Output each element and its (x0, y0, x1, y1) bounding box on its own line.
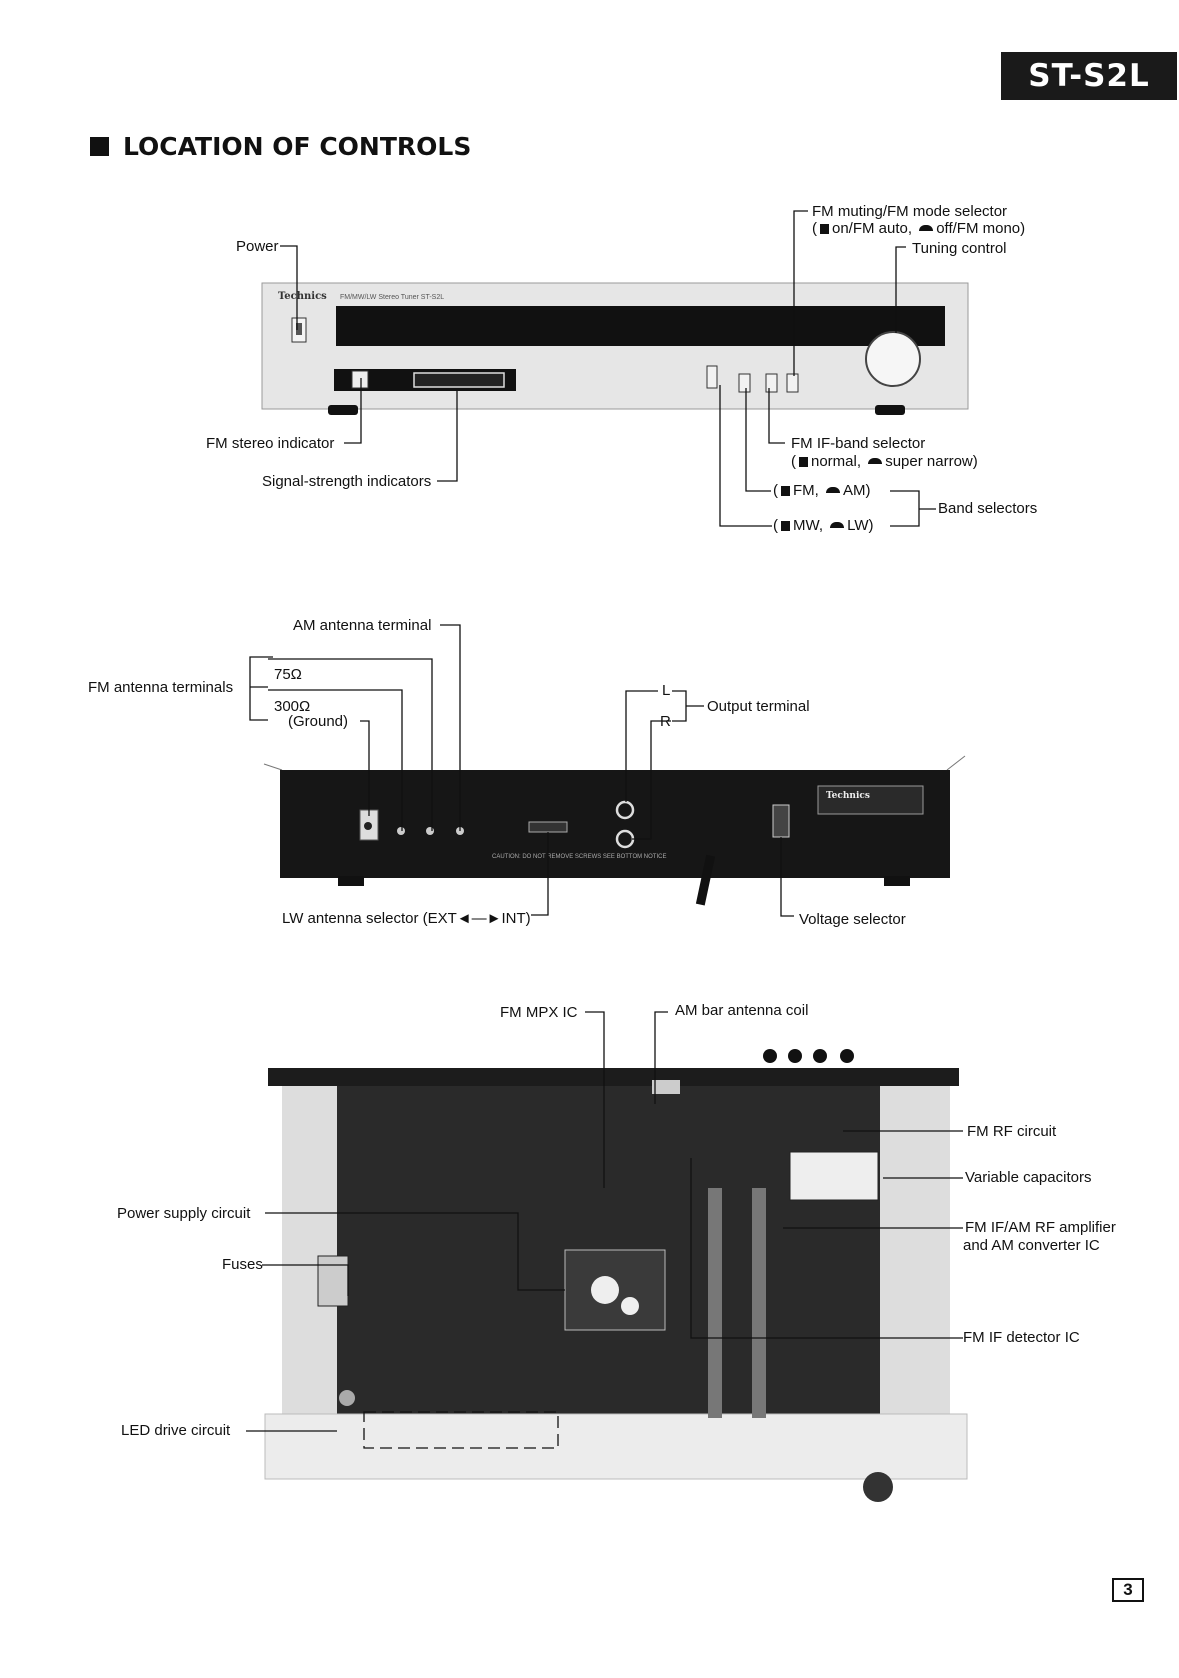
button-out-icon (826, 487, 840, 493)
label-band-fm-am: (FM, AM) (773, 482, 871, 499)
tuning-knob (865, 331, 921, 387)
label-band-mw-lw: (MW, LW) (773, 517, 874, 534)
fuse-holder (317, 1255, 349, 1307)
stereo-indicator-led (351, 370, 369, 389)
front-callout-lines (280, 210, 936, 527)
rear-callout-lines (249, 624, 794, 917)
label-power: Power (236, 238, 279, 255)
label-ground: (Ground) (288, 713, 349, 730)
chassis-interior-illustration (264, 1049, 968, 1502)
button-out-icon (868, 458, 883, 464)
label-power-supply: Power supply circuit (117, 1205, 251, 1222)
label-fm-if-am-rf: FM IF/AM RF amplifier (965, 1219, 1116, 1236)
label-voltage-selector: Voltage selector (799, 911, 906, 928)
label-tuning-control: Tuning control (912, 240, 1007, 257)
rear-nameplate (817, 785, 924, 815)
band-button-mw-lw (706, 365, 718, 389)
button-in-icon (799, 457, 808, 467)
muting-button (786, 373, 799, 393)
label-75-ohm: 75Ω (274, 666, 302, 683)
signal-strength-leds (413, 372, 505, 388)
heading-text: LOCATION OF CONTROLS (123, 132, 472, 161)
bullet-square-icon (90, 137, 109, 156)
rear-panel-illustration: Technics CAUTION: DO NOT REMOVE SCREWS S… (263, 755, 966, 906)
label-fm-antenna-terminals: FM antenna terminals (88, 679, 234, 696)
voltage-selector-switch (772, 804, 790, 838)
label-fm-muting-options: (on/FM auto, off/FM mono) (812, 220, 1026, 237)
button-out-icon (919, 225, 934, 231)
label-fuses: Fuses (222, 1256, 263, 1273)
label-fm-mpx-ic: FM MPX IC (500, 1004, 578, 1021)
label-am-antenna-terminal: AM antenna terminal (293, 617, 432, 634)
label-output-terminal: Output terminal (707, 698, 810, 715)
button-out-icon (830, 522, 845, 528)
label-band-selectors: Band selectors (938, 500, 1038, 517)
label-fm-muting: FM muting/FM mode selector (812, 203, 1008, 220)
label-output-r: R (660, 713, 671, 730)
inside-callout-lines (246, 1011, 963, 1449)
label-fm-if-detector: FM IF detector IC (963, 1329, 1080, 1346)
label-am-converter-ic: and AM converter IC (963, 1237, 1100, 1254)
page-number: 3 (1112, 1578, 1144, 1602)
label-fm-stereo-indicator: FM stereo indicator (206, 435, 335, 452)
label-signal-strength: Signal-strength indicators (262, 473, 432, 490)
output-jack-l (615, 800, 635, 820)
fm-terminal-75 (397, 827, 405, 835)
lw-switch (528, 821, 568, 833)
button-in-icon (781, 521, 790, 531)
section-heading: LOCATION OF CONTROLS (90, 132, 471, 161)
label-fm-if-band: FM IF-band selector (791, 435, 926, 452)
rear-brand-logo: Technics (826, 791, 870, 801)
front-panel-illustration: Technics FM/MW/LW Stereo Tuner ST-S2L (261, 282, 969, 415)
front-model-text: FM/MW/LW Stereo Tuner ST-S2L (340, 294, 444, 301)
label-output-l: L (662, 682, 671, 699)
label-variable-capacitors: Variable capacitors (965, 1169, 1092, 1186)
label-if-band-options: (normal, super narrow) (791, 453, 978, 470)
label-lw-antenna-selector: LW antenna selector (EXT◄—►INT) (282, 910, 531, 927)
label-fm-rf-circuit: FM RF circuit (967, 1123, 1057, 1140)
button-in-icon (781, 486, 790, 496)
model-tag: ST-S2L (1001, 52, 1177, 100)
front-brand-logo: Technics (278, 291, 327, 302)
fm-terminal-300 (426, 827, 434, 835)
if-band-button (765, 373, 778, 393)
label-am-bar-antenna: AM bar antenna coil (675, 1002, 809, 1019)
label-300-ohm: 300Ω (274, 698, 311, 715)
band-button-fm-am (738, 373, 751, 393)
label-led-drive: LED drive circuit (121, 1422, 231, 1439)
button-in-icon (820, 224, 829, 234)
variable-capacitor-block (789, 1151, 879, 1201)
rear-caution-text: CAUTION: DO NOT REMOVE SCREWS SEE BOTTOM… (492, 854, 666, 860)
tuning-dial-window (336, 306, 945, 346)
